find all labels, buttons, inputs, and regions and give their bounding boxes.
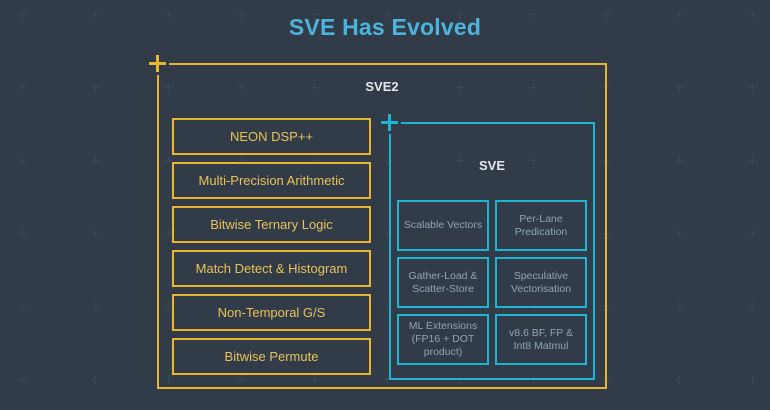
sparkle-icon [91,83,100,92]
sparkle-icon [748,302,757,311]
sparkle-icon [18,229,27,238]
sparkle-icon [748,375,757,384]
sparkle-icon [18,302,27,311]
sparkle-icon [748,156,757,165]
sve2-feature-item[interactable]: NEON DSP++ [172,118,371,155]
sve-feature-item[interactable]: Scalable Vectors [397,200,489,251]
sparkle-icon [675,229,684,238]
sve2-feature-item[interactable]: Non-Temporal G/S [172,294,371,331]
sve2-feature-item[interactable]: Match Detect & Histogram [172,250,371,287]
sve-label: SVE [478,158,505,173]
sparkle-icon [675,83,684,92]
sve2-container [156,62,607,389]
sve2-label: SVE2 [365,79,399,94]
sparkle-icon [91,156,100,165]
sparkle-icon [18,156,27,165]
sparkle-icon [18,375,27,384]
sve-feature-item[interactable]: Per-Lane Predication [495,200,587,251]
sve2-feature-item[interactable]: Bitwise Permute [172,338,371,375]
sparkle-icon [18,83,27,92]
sparkle-icon [91,302,100,311]
sparkle-icon [91,375,100,384]
sve-feature-item[interactable]: Gather-Load & Scatter-Store [397,257,489,308]
sve-feature-item[interactable]: v8.6 BF, FP & Int8 Matmul [495,314,587,365]
sparkle-icon [748,83,757,92]
plus-marker-icon-sve [381,114,398,131]
sve2-feature-item[interactable]: Bitwise Ternary Logic [172,206,371,243]
sve2-feature-list: NEON DSP++ Multi-Precision Arithmetic Bi… [172,118,371,375]
sve2-feature-item[interactable]: Multi-Precision Arithmetic [172,162,371,199]
sve-container [388,121,595,380]
sparkle-icon [91,229,100,238]
sparkle-icon [675,375,684,384]
sve-feature-grid: Scalable Vectors Per-Lane Predication Ga… [397,200,587,365]
page-title: SVE Has Evolved [288,14,482,40]
sve-feature-item[interactable]: Speculative Vectorisation [495,257,587,308]
sparkle-icon [675,156,684,165]
sparkle-icon [675,302,684,311]
sve-feature-item[interactable]: ML Extensions (FP16 + DOT product) [397,314,489,365]
plus-marker-icon-sve2 [149,55,166,72]
sparkle-icon [748,229,757,238]
